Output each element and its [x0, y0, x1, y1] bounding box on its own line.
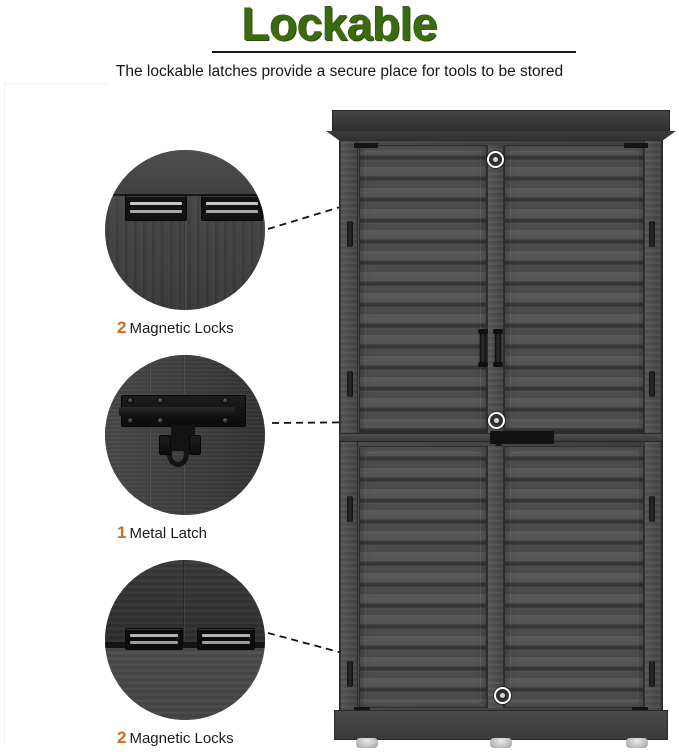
door-seam — [183, 560, 185, 648]
magnetic-lock-bracket-left — [125, 195, 187, 221]
lower-door-rail — [105, 642, 265, 648]
hasp-keeper-left — [159, 435, 171, 455]
bracket-slot — [202, 641, 250, 644]
callout-count: 2 — [117, 318, 127, 337]
frame-edge-top — [4, 83, 108, 84]
header: Lockable The lockable latches provide a … — [0, 0, 679, 96]
corner-brace-top-left — [354, 143, 378, 148]
shed-base-plinth — [334, 710, 668, 740]
magnetic-lock-bracket-right — [201, 195, 263, 221]
marker-dot — [493, 157, 498, 162]
callout-marker-top[interactable] — [487, 151, 504, 168]
hasp-keeper-right — [189, 435, 201, 455]
latch-screw — [222, 417, 229, 424]
frame-edge-left — [4, 83, 5, 743]
bracket-slot — [202, 634, 250, 637]
page-subtitle: The lockable latches provide a secure pl… — [115, 63, 564, 80]
center-stile-upper — [487, 145, 504, 433]
door-inner-frame — [510, 151, 638, 427]
door-lower-right[interactable] — [504, 446, 644, 708]
callout-count: 2 — [117, 728, 127, 747]
latch-slide-bolt — [119, 407, 235, 416]
shed-roof-fascia — [326, 131, 676, 141]
shed-stile-left — [340, 141, 358, 714]
callout-count: 1 — [117, 523, 127, 542]
hinge-upper-right-bottom — [649, 371, 655, 397]
hinge-upper-right-top — [649, 221, 655, 247]
callout-marker-bottom[interactable] — [494, 687, 511, 704]
corner-brace-top-right — [624, 143, 648, 148]
shed-foot-right — [626, 738, 648, 748]
corner-brace-bottom-left — [354, 707, 370, 712]
callout-marker-latch[interactable] — [488, 412, 505, 429]
door-inner-frame — [365, 452, 481, 702]
hinge-upper-left-bottom — [347, 371, 353, 397]
bracket-slot — [206, 202, 258, 205]
door-lower-left[interactable] — [359, 446, 487, 708]
shed-metal-latch[interactable] — [490, 431, 554, 444]
bracket-slot — [130, 202, 182, 205]
callout-text: Magnetic Locks — [129, 320, 234, 337]
latch-screw — [222, 397, 229, 404]
shed-roof — [332, 110, 670, 132]
shed-foot-center — [490, 738, 512, 748]
cabinet-top-rail — [105, 150, 265, 196]
latch-screw — [127, 397, 134, 404]
detail-image-metal-latch — [105, 355, 265, 515]
door-inner-frame — [365, 151, 481, 427]
detail-image-magnetic-locks-top — [105, 150, 265, 310]
hinge-lower-left-top — [347, 496, 353, 522]
callout-text: Metal Latch — [129, 525, 208, 542]
marker-dot — [494, 418, 499, 423]
hinge-lower-right-top — [649, 496, 655, 522]
marker-dot — [500, 693, 505, 698]
door-upper-left[interactable] — [359, 145, 487, 433]
hinge-lower-right-bottom — [649, 661, 655, 687]
hinge-upper-left-top — [347, 221, 353, 247]
detail-image-magnetic-locks-bottom — [105, 560, 265, 720]
door-upper-right[interactable] — [504, 145, 644, 433]
hinge-lower-left-bottom — [347, 661, 353, 687]
bracket-slot — [130, 210, 182, 213]
page-title: Lockable — [241, 0, 438, 50]
corner-brace-bottom-right — [632, 707, 648, 712]
title-divider — [212, 51, 576, 53]
callout-text: Magnetic Locks — [129, 730, 234, 747]
shed-foot-left — [356, 738, 378, 748]
bracket-slot — [206, 210, 258, 213]
magnetic-lock-bracket-left — [125, 628, 183, 650]
latch-screw — [127, 417, 134, 424]
latch-screw — [157, 397, 164, 404]
door-inner-frame — [510, 452, 638, 702]
magnetic-lock-bracket-right — [197, 628, 255, 650]
bracket-slot — [130, 641, 178, 644]
shed-body — [339, 140, 663, 715]
door-handle-upper-right[interactable] — [493, 329, 503, 367]
shed-stile-right — [644, 141, 662, 714]
product-image-storage-shed — [326, 110, 676, 750]
latch-screw — [157, 417, 164, 424]
bracket-slot — [130, 634, 178, 637]
door-seam-left — [149, 355, 151, 515]
door-handle-upper-left[interactable] — [478, 329, 488, 367]
center-stile-lower — [487, 446, 504, 708]
door-seam — [184, 196, 186, 310]
